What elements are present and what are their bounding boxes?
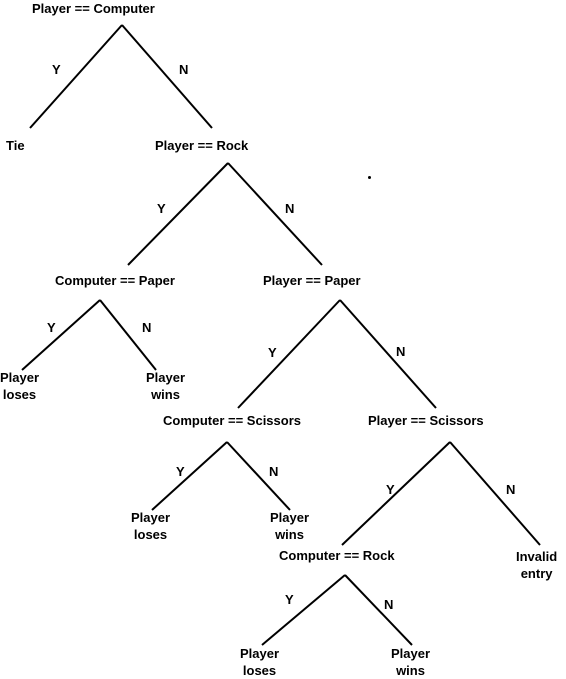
edge-root-player-rock (121, 24, 213, 129)
node-computer-equals-rock: Computer == Rock (279, 548, 395, 563)
edge-pscissors-invalid (449, 441, 541, 546)
edge-root-tie (29, 24, 123, 129)
edge-label-yes-1: Y (52, 62, 61, 77)
edge-cscissors-wins (226, 441, 291, 511)
node-player-equals-computer: Player == Computer (32, 1, 155, 16)
edge-label-yes-5: Y (176, 464, 185, 479)
edge-ppaper-computer-scissors (237, 299, 341, 409)
edge-label-no-2: N (285, 201, 295, 216)
stray-dot (368, 176, 371, 179)
edge-cscissors-loses (151, 441, 228, 511)
node-player-equals-scissors: Player == Scissors (368, 413, 484, 428)
edge-ppaper-player-scissors (339, 299, 437, 409)
edge-label-yes-4: Y (268, 345, 277, 360)
leaf-tie: Tie (6, 138, 25, 153)
node-player-equals-rock: Player == Rock (155, 138, 249, 153)
edge-label-no-4: N (396, 344, 406, 359)
edge-label-yes-6: Y (386, 482, 395, 497)
edge-rock-player-paper (227, 162, 323, 266)
edge-label-yes-7: Y (285, 592, 294, 607)
node-computer-equals-scissors: Computer == Scissors (163, 413, 301, 428)
edge-cpaper-loses (21, 299, 101, 371)
edge-label-no-7: N (384, 597, 394, 612)
edge-label-no-1: N (179, 62, 189, 77)
edge-crock-loses (261, 574, 346, 646)
edge-cpaper-wins (99, 299, 157, 371)
edge-pscissors-computer-rock (341, 441, 451, 546)
edge-label-yes-2: Y (157, 201, 166, 216)
node-computer-equals-paper: Computer == Paper (55, 273, 175, 288)
edge-label-no-3: N (142, 320, 152, 335)
edge-crock-wins (344, 574, 413, 646)
node-player-equals-paper: Player == Paper (263, 273, 361, 288)
edge-label-no-6: N (506, 482, 516, 497)
edge-label-no-5: N (269, 464, 279, 479)
edge-label-yes-3: Y (47, 320, 56, 335)
edge-rock-computer-paper (127, 162, 229, 266)
